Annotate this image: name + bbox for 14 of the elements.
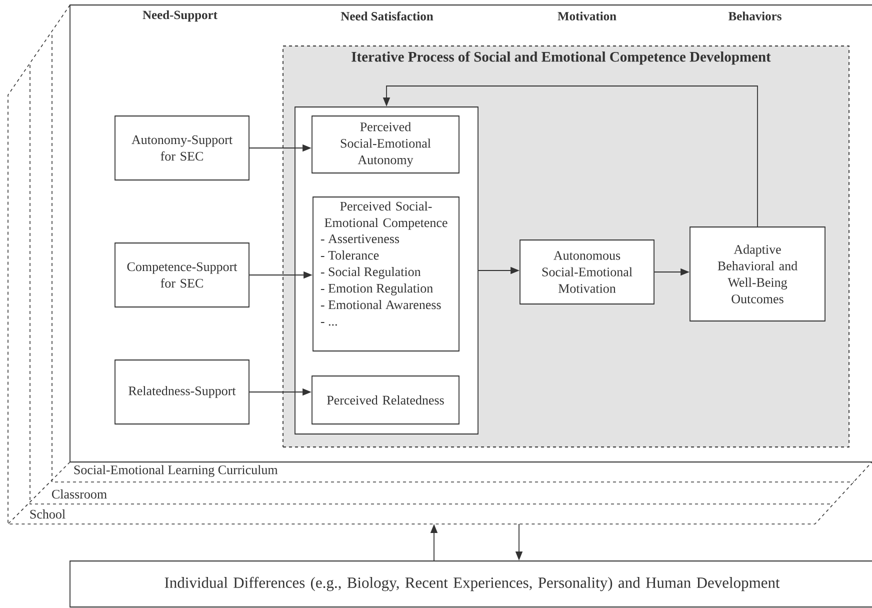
- process-box: Relatedness-Support: [114, 360, 250, 424]
- column-heading: Need Satisfaction: [340, 12, 434, 20]
- node-label: Social-Emotional Learning Curriculum: [74, 465, 278, 477]
- column-heading: Need-Support: [142, 10, 218, 22]
- process-box: Autonomous Social-Emotional Motivation: [520, 240, 654, 304]
- process-box: Perceived Relatedness: [312, 376, 460, 424]
- column-heading: Behaviors: [728, 12, 782, 20]
- process-box: Individual Differences (e.g., Biology, Recent Experiences, Personality) and Human Development: [70, 560, 872, 608]
- process-box: Perceived Social-Emotional Autonomy: [312, 116, 460, 174]
- process-box: Adaptive Behavioral and Well-Being Outcomes: [690, 226, 826, 322]
- process-box: Perceived Social-Emotional Competence - Assertiveness - Tolerance - Social Regulation - Emotion Regulation - Emotional Awareness - ...: [312, 196, 460, 352]
- column-heading: Motivation: [558, 12, 616, 20]
- process-box: Competence-Support for SEC: [114, 242, 250, 308]
- process-box: Autonomy-Support for SEC: [114, 116, 250, 180]
